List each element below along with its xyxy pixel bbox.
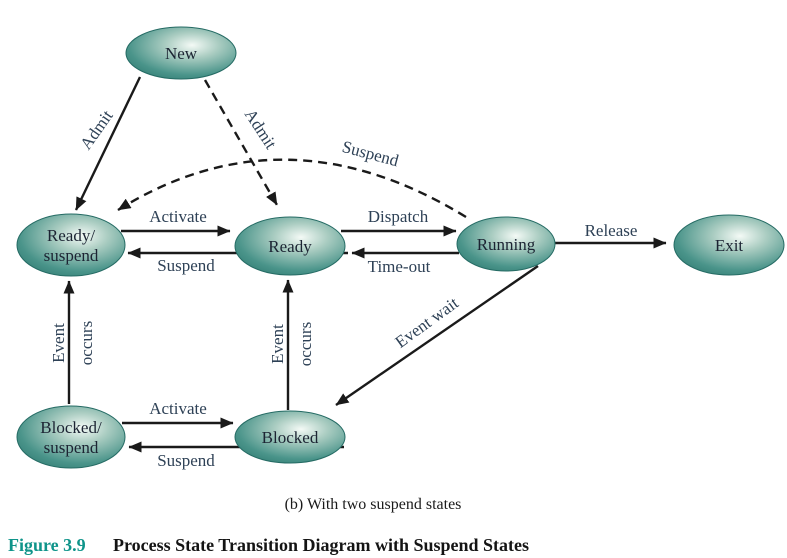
state-blocked-suspend-ellipse — [16, 405, 126, 469]
state-ready-suspend-label-2: suspend — [44, 246, 99, 265]
label-timeout: Time-out — [368, 257, 431, 276]
state-blocked-ellipse — [234, 410, 346, 464]
label-release: Release — [585, 221, 638, 240]
label-suspend-arc: Suspend — [340, 137, 401, 170]
state-running-label: Running — [477, 235, 536, 254]
state-ready-ellipse — [234, 216, 346, 276]
state-blocked-label: Blocked — [262, 428, 319, 447]
state-exit-label: Exit — [715, 236, 744, 255]
label-admit-solid: Admit — [76, 106, 117, 153]
state-ready-suspend: Ready/ suspend — [16, 213, 126, 277]
label-suspend-top: Suspend — [157, 256, 215, 275]
state-new-ellipse — [125, 26, 237, 80]
state-ready-label: Ready — [268, 237, 312, 256]
label-admit-dashed: Admit — [241, 106, 281, 153]
label-event-occurs-mid-2: occurs — [296, 322, 315, 366]
label-suspend-bottom: Suspend — [157, 451, 215, 470]
state-ready-suspend-ellipse — [16, 213, 126, 277]
transition-admit-solid-line — [74, 76, 142, 211]
state-blocked-suspend-label-1: Blocked/ — [40, 418, 102, 437]
state-new-label: New — [165, 44, 198, 63]
subcaption: (b) With two suspend states — [285, 496, 462, 513]
label-dispatch: Dispatch — [368, 207, 429, 226]
label-activate-top: Activate — [149, 207, 207, 226]
transition-suspend-arc-line — [117, 158, 467, 219]
label-event-occurs-left-1: Event — [49, 323, 68, 363]
figure-number: Figure 3.9 — [8, 535, 86, 555]
label-activate-bottom: Activate — [149, 399, 207, 418]
transition-admit-dashed-line — [203, 79, 279, 206]
state-running-ellipse — [456, 216, 556, 272]
state-blocked-suspend-label-2: suspend — [44, 438, 99, 457]
state-running: Running — [456, 216, 556, 272]
state-exit-ellipse — [673, 214, 785, 276]
label-event-occurs-left-2: occurs — [77, 321, 96, 365]
figure-title: Process State Transition Diagram with Su… — [113, 535, 529, 555]
label-event-occurs-mid-1: Event — [268, 324, 287, 364]
transition-event-wait-line — [335, 265, 539, 406]
state-ready-suspend-label-1: Ready/ — [47, 226, 95, 245]
state-exit: Exit — [673, 214, 785, 276]
state-blocked: Blocked — [234, 410, 346, 464]
state-ready: Ready — [234, 216, 346, 276]
state-blocked-suspend: Blocked/ suspend — [16, 405, 126, 469]
state-new: New — [125, 26, 237, 80]
